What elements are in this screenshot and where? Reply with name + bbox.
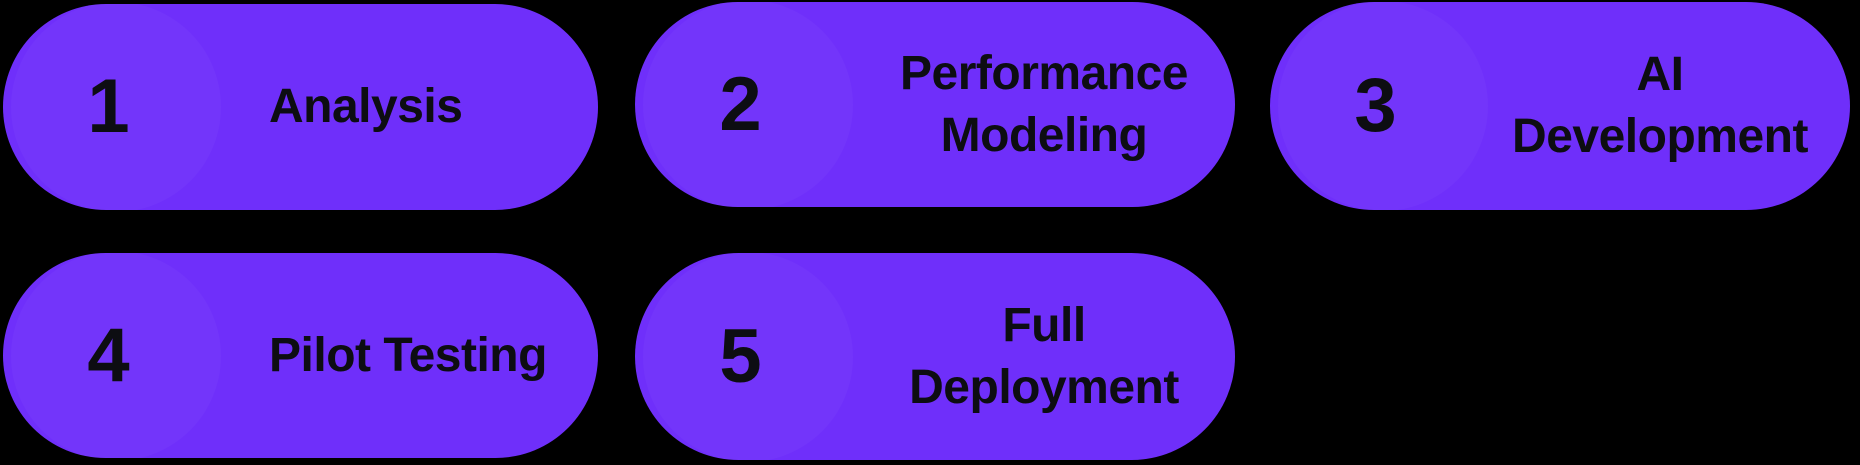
step-pill-3[interactable]: 3 AI Development: [1270, 2, 1850, 210]
step-label-5: Full Deployment: [909, 298, 1179, 414]
step-label-4: Pilot Testing: [269, 328, 547, 382]
step-number-1: 1: [87, 64, 129, 149]
step-pill-5[interactable]: 5 Full Deployment: [635, 253, 1235, 460]
step-label-2: Performance Modeling: [900, 46, 1188, 162]
step-number-3: 3: [1354, 63, 1396, 148]
step-pill-2[interactable]: 2 Performance Modeling: [635, 2, 1235, 207]
step-pill-4[interactable]: 4 Pilot Testing: [3, 253, 598, 458]
step-label-3: AI Development: [1512, 48, 1808, 163]
step-number-5: 5: [719, 313, 761, 399]
step-number-4: 4: [87, 312, 129, 398]
step-pill-1[interactable]: 1 Analysis: [3, 4, 598, 210]
step-label-1: Analysis: [269, 80, 463, 133]
step-number-2: 2: [719, 61, 761, 147]
